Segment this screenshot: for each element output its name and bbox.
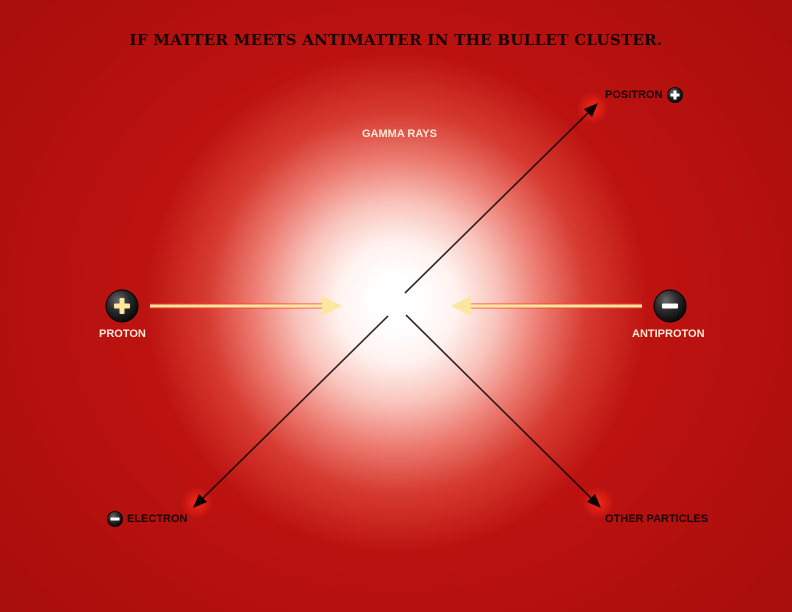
antiproton-particle	[653, 289, 687, 323]
positron-label: POSITRON	[605, 89, 663, 101]
proton-particle	[105, 289, 139, 323]
antiproton-label: ANTIPROTON	[632, 328, 705, 340]
electron-particle	[107, 511, 123, 527]
proton-label: PROTON	[99, 328, 146, 340]
arrow-to-positron	[404, 103, 598, 294]
arrow-from-antiproton	[451, 296, 642, 316]
arrow-from-proton	[150, 296, 342, 316]
arrow-to-other-particles	[405, 314, 601, 508]
arrow-to-electron	[193, 315, 389, 508]
electron-label: ELECTRON	[127, 513, 188, 525]
other-particles-label: OTHER PARTICLES	[605, 513, 709, 525]
plus-icon	[114, 298, 130, 314]
minus-icon	[662, 303, 678, 309]
plus-icon	[670, 90, 680, 100]
positron-particle	[667, 87, 683, 103]
diagram-title: IF MATTER MEETS ANTIMATTER IN THE BULLET…	[129, 31, 663, 49]
minus-icon	[110, 517, 120, 521]
gamma-rays-label: GAMMA RAYS	[362, 128, 437, 140]
